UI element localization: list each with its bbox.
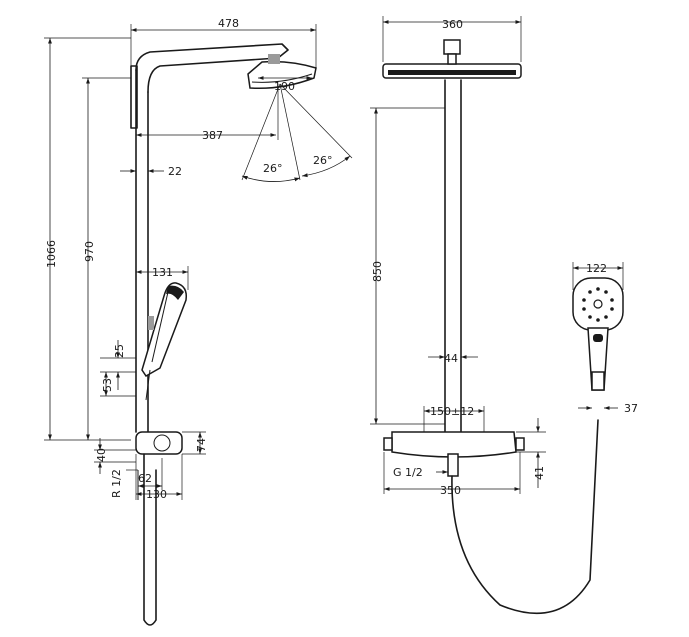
side-hose — [143, 453, 157, 626]
front-knob-left — [383, 437, 393, 451]
dim-angle-2-label: 26° — [313, 154, 333, 167]
front-hose — [451, 419, 599, 615]
dim-360-label: 360 — [442, 18, 463, 31]
front-knob-right — [515, 437, 525, 451]
dim-190-label: 190 — [274, 80, 295, 93]
dim-387-label: 387 — [202, 129, 223, 142]
front-arm-neck — [447, 53, 457, 65]
dim-angle-1-label: 26° — [263, 162, 283, 175]
dim-22-label: 22 — [168, 165, 182, 178]
front-outlet — [447, 453, 459, 477]
dim-37-label: 37 — [624, 402, 638, 415]
dim-25-label: 25 — [113, 344, 126, 358]
dim-62-label: 62 — [138, 472, 152, 485]
dim-970-label: 970 — [83, 241, 96, 262]
front-view: 360 850 44 150±12 41 G 1/2 350 — [370, 16, 599, 615]
front-arm-connector — [443, 39, 461, 55]
hand-shower-view: 122 37 — [572, 262, 638, 415]
hand-shower-button — [593, 334, 603, 342]
dim-350-label: 350 — [440, 484, 461, 497]
side-head-face — [251, 73, 313, 83]
thread-g12-label: G 1/2 — [393, 466, 423, 479]
side-head-joint — [268, 54, 280, 64]
dim-1066-label: 1066 — [45, 240, 58, 268]
side-slider — [148, 316, 154, 330]
hand-shower-head — [572, 277, 624, 331]
dim-131-label: 131 — [152, 266, 173, 279]
dim-122-label: 122 — [586, 262, 607, 275]
front-head-nozzles — [388, 70, 516, 75]
dim-478-label: 478 — [218, 17, 239, 30]
dim-74-label: 74 — [195, 438, 208, 452]
side-hand-shower-handle — [145, 369, 151, 401]
dim-53-label: 53 — [101, 378, 114, 392]
dim-41-label: 41 — [533, 466, 546, 480]
hand-shower-connector — [591, 371, 605, 391]
dim-130-label: 130 — [146, 488, 167, 501]
hand-shower-nozzles — [582, 287, 614, 322]
side-wall-bracket — [130, 65, 138, 129]
side-shower-arm — [135, 43, 289, 93]
side-thermostat-knob — [153, 434, 171, 452]
front-thermostat — [391, 431, 517, 458]
side-hand-shower — [141, 282, 188, 377]
thread-r12-label: R 1/2 — [110, 469, 123, 498]
side-thermostat — [135, 431, 183, 455]
dim-850-label: 850 — [371, 261, 384, 282]
side-hand-shower-face — [151, 291, 169, 363]
side-view: 478 1066 970 190 387 26° 26° 22 131 — [44, 17, 353, 626]
dim-40-label: 40 — [95, 448, 108, 462]
dim-44-label: 44 — [444, 352, 458, 365]
side-hand-shower-spray-face — [166, 285, 184, 300]
dim-150-label: 150±12 — [430, 405, 474, 418]
